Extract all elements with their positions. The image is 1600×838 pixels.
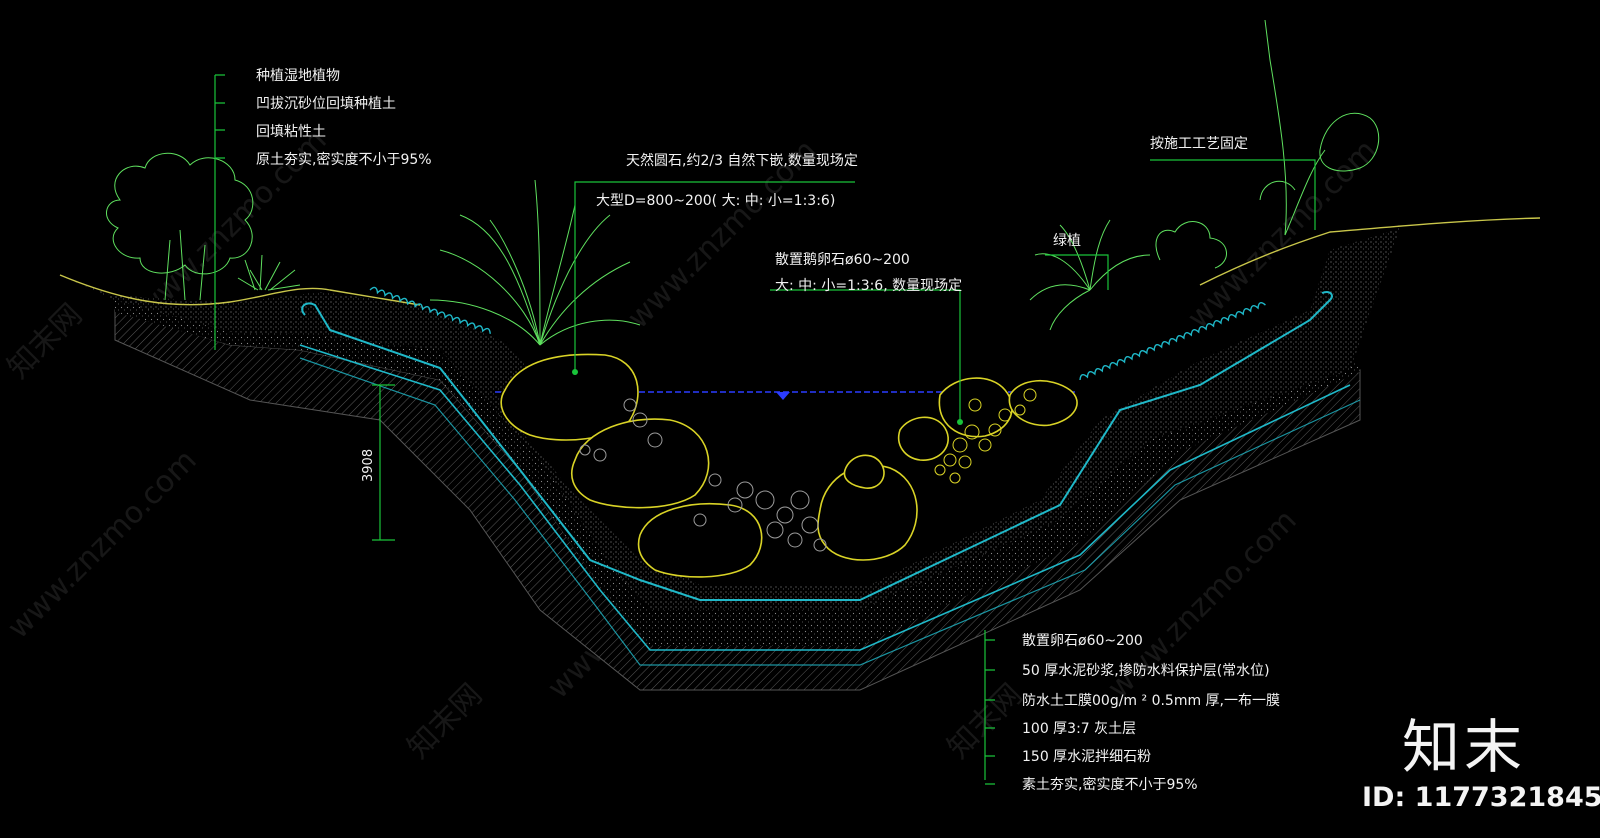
boulders [500,353,1078,578]
membrane-outer [299,344,1351,651]
plant-grass-left [237,254,301,291]
boulder [637,502,763,578]
pebbles [934,388,1037,484]
membrane-inner [301,291,1333,601]
watermark: www.znzmo.com [1,443,204,646]
pebbles-grey [579,398,827,552]
brand-logo: 知末 [1402,713,1527,781]
label-stone-2: 大型D=800~200( 大: 中: 小=1:3:6) [596,193,835,209]
membrane-outer-2 [299,357,1361,666]
image-id: ID: 1177321845 [1362,782,1600,813]
label-clay: 回填粘性土 [256,124,326,140]
label-compacted: 原土夯实,密实度不小于95% [256,151,432,168]
plant-tree-right [1259,19,1380,236]
leader-dot [957,419,963,425]
layer-label: 150 厚水泥拌细石粉 [1022,749,1151,765]
layer-label: 散置卵石ø60~200 [1022,633,1143,649]
label-pebble-2: 大: 中: 小=1:3:6, 数量现场定 [775,278,962,294]
label-stone-1: 天然圆石,约2/3 自然下嵌,数量现场定 [626,152,858,169]
plant-grass-right [1029,219,1227,331]
labels-left: 种植湿地植物 凹拔沉砂位回填种植土 回填粘性土 原土夯实,密实度不小于95% [256,68,432,168]
ground-line-right [1199,217,1541,286]
label-fixing: 按施工工艺固定 [1150,136,1248,152]
leader-dot [572,369,578,375]
lime-soil-layer [115,300,1360,646]
boulder [843,454,885,489]
water-level-symbol [776,392,790,400]
leaders [214,74,1316,785]
watermark-cn: 知末网 [401,677,489,765]
plant-shrub-left [106,152,254,301]
boulder [1008,379,1078,427]
layer-labels: 散置卵石ø60~200 50 厚水泥砂浆,掺防水料保护层(常水位) 防水土工膜0… [1022,633,1280,793]
boulder [898,416,949,461]
dimension-label: 3908 [361,449,376,482]
boulder [938,377,1013,438]
layer-label: 防水土工膜00g/m ² 0.5mm 厚,一布一膜 [1022,693,1280,709]
channel-fill [60,228,1400,610]
layer-label: 100 厚3:7 灰土层 [1022,721,1136,737]
slope-edge-right [1079,302,1266,381]
boulder [571,418,710,509]
watermark-cn: 知末网 [1,297,89,385]
label-fill-soil: 凹拔沉砂位回填种植土 [256,96,396,112]
layer-label: 50 厚水泥砂浆,掺防水料保护层(常水位) [1022,662,1270,679]
ground-line [59,274,421,306]
label-plant: 种植湿地植物 [256,68,340,84]
plant-palm-left [429,179,641,346]
label-pebble-1: 散置鹅卵石ø60~200 [775,251,910,268]
slope-edge-left [369,286,491,334]
layer-label: 素土夯实,密实度不小于95% [1022,776,1198,793]
boulder [500,353,639,441]
label-green: 绿植 [1053,233,1081,249]
